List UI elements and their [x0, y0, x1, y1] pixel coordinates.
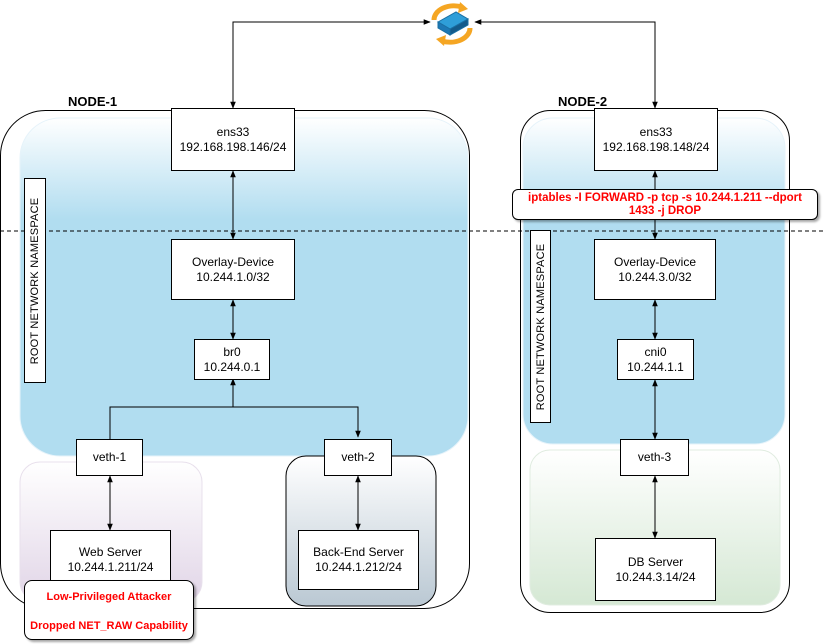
attacker-line-1: Low-Privileged Attacker [46, 591, 172, 603]
interface-ip: 192.168.198.146/24 [179, 139, 287, 154]
network-switch-sync-icon [431, 2, 473, 46]
interface-name: ens33 [639, 124, 673, 139]
veth-name: veth-1 [92, 450, 127, 464]
node2-title: NODE-2 [558, 94, 608, 109]
interface-ip: 192.168.198.148/24 [602, 139, 710, 154]
bridge-name: cni0 [644, 344, 667, 359]
veth-name: veth-2 [341, 450, 375, 464]
device-ip: 10.244.1.0/32 [196, 269, 270, 284]
node2-overlay-device[interactable]: Overlay-Device 10.244.3.0/32 [594, 239, 716, 300]
iptables-line-1: iptables -I FORWARD -p tcp -s 10.244.1.2… [528, 192, 802, 204]
veth-1-interface[interactable]: veth-1 [76, 439, 143, 476]
veth-2-interface[interactable]: veth-2 [324, 439, 392, 476]
node2-cni0-bridge[interactable]: cni0 10.244.1.1 [617, 339, 694, 380]
uplink-node2 [474, 19, 658, 109]
iptables-line-2: 1433 -j DROP [628, 205, 702, 217]
db-server-box[interactable]: DB Server 10.244.3.14/24 [595, 538, 716, 601]
node1-br0-bridge[interactable]: br0 10.244.0.1 [194, 339, 270, 380]
server-name: DB Server [627, 554, 684, 569]
node2-ens33-interface[interactable]: ens33 192.168.198.148/24 [594, 108, 718, 171]
attacker-line-2: Dropped NET_RAW Capability [30, 620, 188, 632]
interface-name: ens33 [216, 124, 250, 139]
server-ip: 10.244.1.212/24 [315, 560, 402, 574]
node1-overlay-device[interactable]: Overlay-Device 10.244.1.0/32 [171, 239, 295, 300]
backend-server-box[interactable]: Back-End Server 10.244.1.212/24 [298, 530, 419, 590]
server-name: Web Server [78, 545, 143, 559]
node1-namespace-label: ROOT NETWORK NAMESPACE [24, 178, 46, 383]
veth-name: veth-3 [637, 450, 672, 464]
node1-ens33-interface[interactable]: ens33 192.168.198.146/24 [171, 108, 295, 171]
server-ip: 10.244.3.14/24 [615, 569, 696, 584]
device-name: Overlay-Device [191, 254, 275, 269]
attacker-callout: Low-Privileged Attacker Dropped NET_RAW … [24, 580, 194, 640]
uplink-node1 [230, 19, 431, 109]
node1-title: NODE-1 [68, 94, 118, 109]
server-ip: 10.244.1.211/24 [67, 560, 154, 574]
server-name: Back-End Server [313, 545, 404, 559]
bridge-ip: 10.244.1.1 [627, 359, 684, 374]
bridge-name: br0 [223, 344, 241, 359]
veth-3-interface[interactable]: veth-3 [620, 439, 689, 476]
node2-namespace-label: ROOT NETWORK NAMESPACE [530, 230, 551, 423]
device-ip: 10.244.3.0/32 [618, 269, 692, 284]
bridge-ip: 10.244.0.1 [203, 359, 261, 374]
device-name: Overlay-Device [613, 254, 697, 269]
iptables-rule-callout: iptables -I FORWARD -p tcp -s 10.244.1.2… [512, 189, 818, 220]
